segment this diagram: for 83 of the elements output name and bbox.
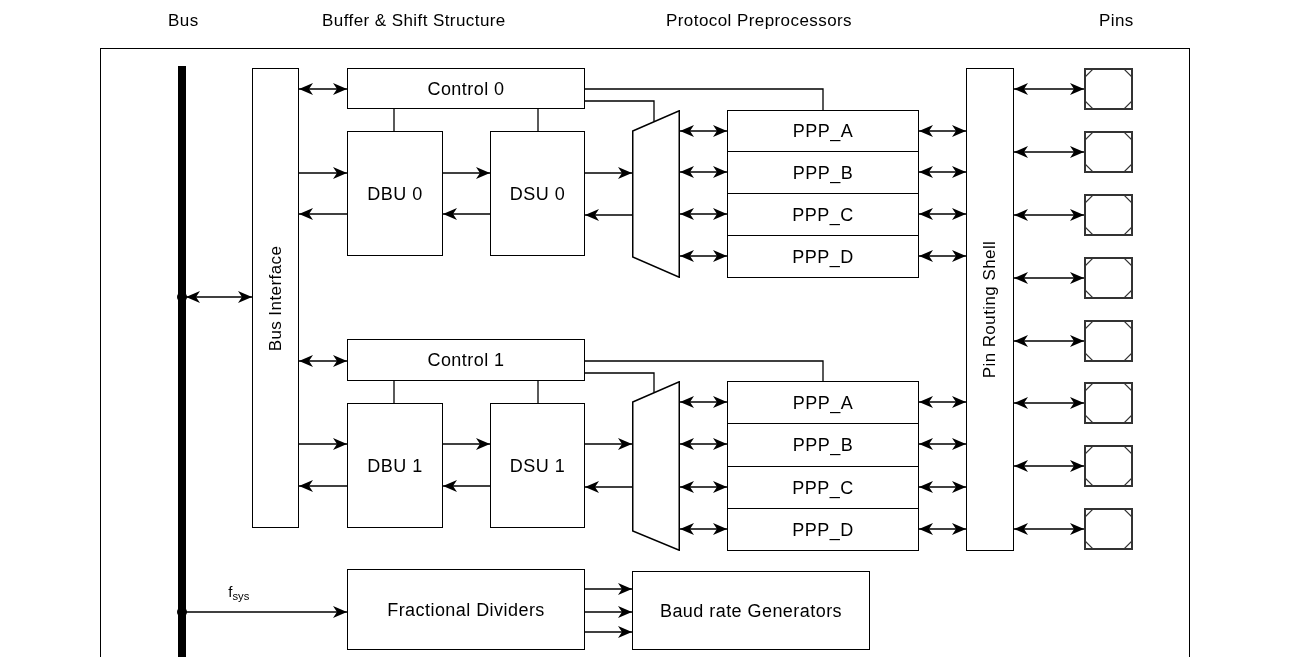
arrow bbox=[679, 481, 728, 493]
arrow bbox=[298, 480, 348, 492]
block-label: Control 0 bbox=[426, 77, 506, 101]
block-label: DSU 0 bbox=[508, 182, 567, 206]
block-label: Pin Routing Shell bbox=[981, 240, 999, 379]
arrow bbox=[1013, 209, 1085, 221]
arrow bbox=[442, 480, 491, 492]
arrow bbox=[679, 208, 728, 220]
arrow bbox=[679, 438, 728, 450]
arrow bbox=[1013, 335, 1085, 347]
multiplexer-shape bbox=[632, 110, 680, 278]
pin-pad bbox=[1084, 382, 1133, 424]
arrow bbox=[442, 167, 491, 179]
arrow bbox=[679, 250, 728, 262]
block-label: Baud rate Generators bbox=[658, 599, 844, 623]
multiplexer-shape bbox=[632, 381, 680, 551]
connector-line bbox=[537, 108, 539, 132]
arrow bbox=[1013, 83, 1085, 95]
arrow bbox=[185, 606, 348, 618]
arrow bbox=[679, 166, 728, 178]
arrow bbox=[584, 583, 633, 595]
arrow bbox=[584, 209, 633, 221]
arrow bbox=[298, 167, 348, 179]
connector-line bbox=[393, 380, 395, 404]
connector-line bbox=[584, 100, 655, 123]
block-label: Control 1 bbox=[426, 349, 506, 372]
arrow bbox=[298, 208, 348, 220]
pin-pad bbox=[1084, 131, 1133, 173]
arrow bbox=[679, 396, 728, 408]
arrow bbox=[918, 481, 967, 493]
arrow bbox=[584, 438, 633, 450]
block-label: PPP_C bbox=[791, 203, 855, 228]
arrow bbox=[584, 167, 633, 179]
arrow bbox=[918, 438, 967, 450]
arrow bbox=[918, 166, 967, 178]
column-heading: Bus bbox=[168, 12, 199, 29]
arrow bbox=[584, 481, 633, 493]
connector-line bbox=[584, 360, 824, 382]
connector-line bbox=[584, 88, 824, 111]
block-label: PPP_D bbox=[791, 245, 855, 270]
block-label: PPP_B bbox=[791, 161, 855, 186]
pin-pad bbox=[1084, 257, 1133, 299]
block-label: PPP_A bbox=[791, 391, 855, 416]
pin-pad bbox=[1084, 194, 1133, 236]
block-label: PPP_A bbox=[791, 120, 855, 144]
arrow bbox=[298, 83, 348, 95]
arrow bbox=[442, 438, 491, 450]
arrow bbox=[442, 208, 491, 220]
block-label: PPP_D bbox=[791, 518, 855, 543]
arrow bbox=[1013, 272, 1085, 284]
connector-line bbox=[393, 108, 395, 132]
block-label: DBU 0 bbox=[366, 182, 424, 206]
arrow bbox=[679, 523, 728, 535]
arrow bbox=[1013, 146, 1085, 158]
arrow bbox=[918, 250, 967, 262]
column-heading: Protocol Preprocessors bbox=[666, 12, 853, 29]
arrow bbox=[918, 208, 967, 220]
arrow bbox=[918, 396, 967, 408]
arrow bbox=[584, 626, 633, 638]
connector-line bbox=[537, 380, 539, 404]
arrow bbox=[918, 125, 967, 137]
pin-pad bbox=[1084, 68, 1133, 110]
arrow bbox=[1013, 460, 1085, 472]
arrow bbox=[1013, 397, 1085, 409]
pin-pad bbox=[1084, 320, 1133, 362]
pin-pad bbox=[1084, 508, 1133, 550]
arrow bbox=[679, 125, 728, 137]
column-heading: Pins bbox=[1099, 12, 1134, 29]
arrow bbox=[298, 438, 348, 450]
block-label: Fractional Dividers bbox=[386, 598, 546, 622]
column-heading: Buffer & Shift Structure bbox=[322, 12, 506, 29]
block-label: Bus Interface bbox=[267, 245, 284, 351]
arrow bbox=[298, 355, 348, 367]
arrow bbox=[185, 291, 253, 303]
arrow bbox=[918, 523, 967, 535]
block-label: DSU 1 bbox=[508, 454, 567, 478]
block-label: DBU 1 bbox=[366, 454, 424, 478]
arrow bbox=[584, 606, 633, 618]
block-label: PPP_B bbox=[791, 434, 855, 458]
block-label: PPP_C bbox=[791, 476, 855, 501]
connector-line bbox=[584, 372, 655, 394]
pin-pad bbox=[1084, 445, 1133, 487]
arrow bbox=[1013, 523, 1085, 535]
